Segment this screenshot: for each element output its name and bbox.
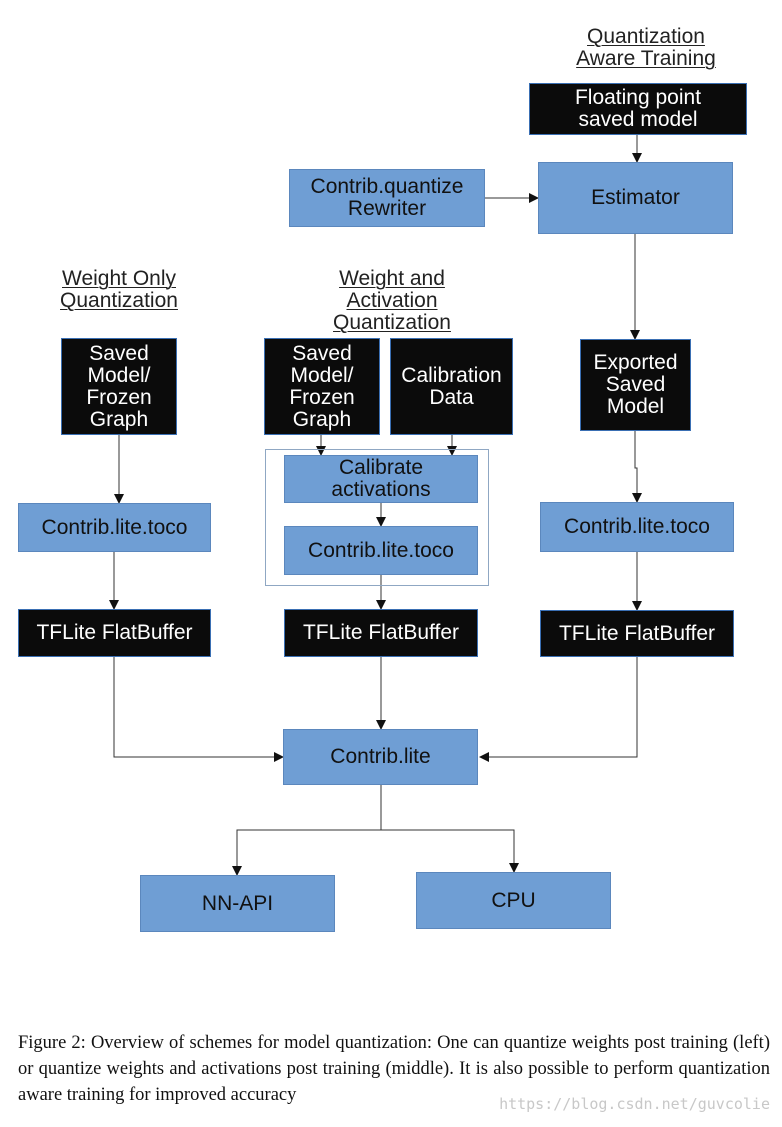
- edge-contrib-to-cpu: [381, 829, 519, 873]
- contrib-quantize-rewriter-node: Contrib.quantize Rewriter: [289, 169, 485, 227]
- heading-weight-and-activation-quantization: Weight and Activation Quantization: [333, 267, 451, 334]
- right-tflite-flatbuffer-node: TFLite FlatBuffer: [540, 610, 734, 657]
- floating-point-saved-model-node: Floating point saved model: [529, 83, 747, 135]
- heading-quantization-aware-training: Quantization Aware Training: [576, 25, 716, 70]
- right-contrib-lite-toco-node: Contrib.lite.toco: [540, 502, 734, 552]
- heading-weight-only-quantization: Weight Only Quantization: [60, 267, 178, 312]
- edge-right-flatbuffer-to-contrib: [479, 657, 638, 762]
- watermark: https://blog.csdn.net/guvcolie: [499, 1095, 770, 1113]
- contrib-lite-node: Contrib.lite: [283, 729, 478, 785]
- figure-caption: Figure 2: Overview of schemes for model …: [18, 1033, 770, 1105]
- cpu-node: CPU: [416, 872, 611, 929]
- left-tflite-flatbuffer-node: TFLite FlatBuffer: [18, 609, 211, 657]
- calibrate-activations-node: Calibrate activations: [284, 455, 478, 503]
- nn-api-node: NN-API: [140, 875, 335, 932]
- calibration-data-node: Calibration Data: [390, 338, 513, 435]
- mid-tflite-flatbuffer-node: TFLite FlatBuffer: [284, 609, 478, 657]
- left-saved-model-frozen-graph-node: Saved Model/ Frozen Graph: [61, 338, 177, 435]
- estimator-node: Estimator: [538, 162, 733, 234]
- left-contrib-lite-toco-node: Contrib.lite.toco: [18, 503, 211, 552]
- edge-exported-to-toco: [632, 431, 642, 503]
- calibration-group-frame: [265, 449, 489, 586]
- exported-saved-model-node: Exported Saved Model: [580, 339, 691, 431]
- mid-saved-model-frozen-graph-node: Saved Model/ Frozen Graph: [264, 338, 380, 435]
- edge-left-flatbuffer-to-contrib: [113, 657, 284, 762]
- mid-contrib-lite-toco-node: Contrib.lite.toco: [284, 526, 478, 575]
- edge-contrib-to-nnapi: [232, 829, 381, 876]
